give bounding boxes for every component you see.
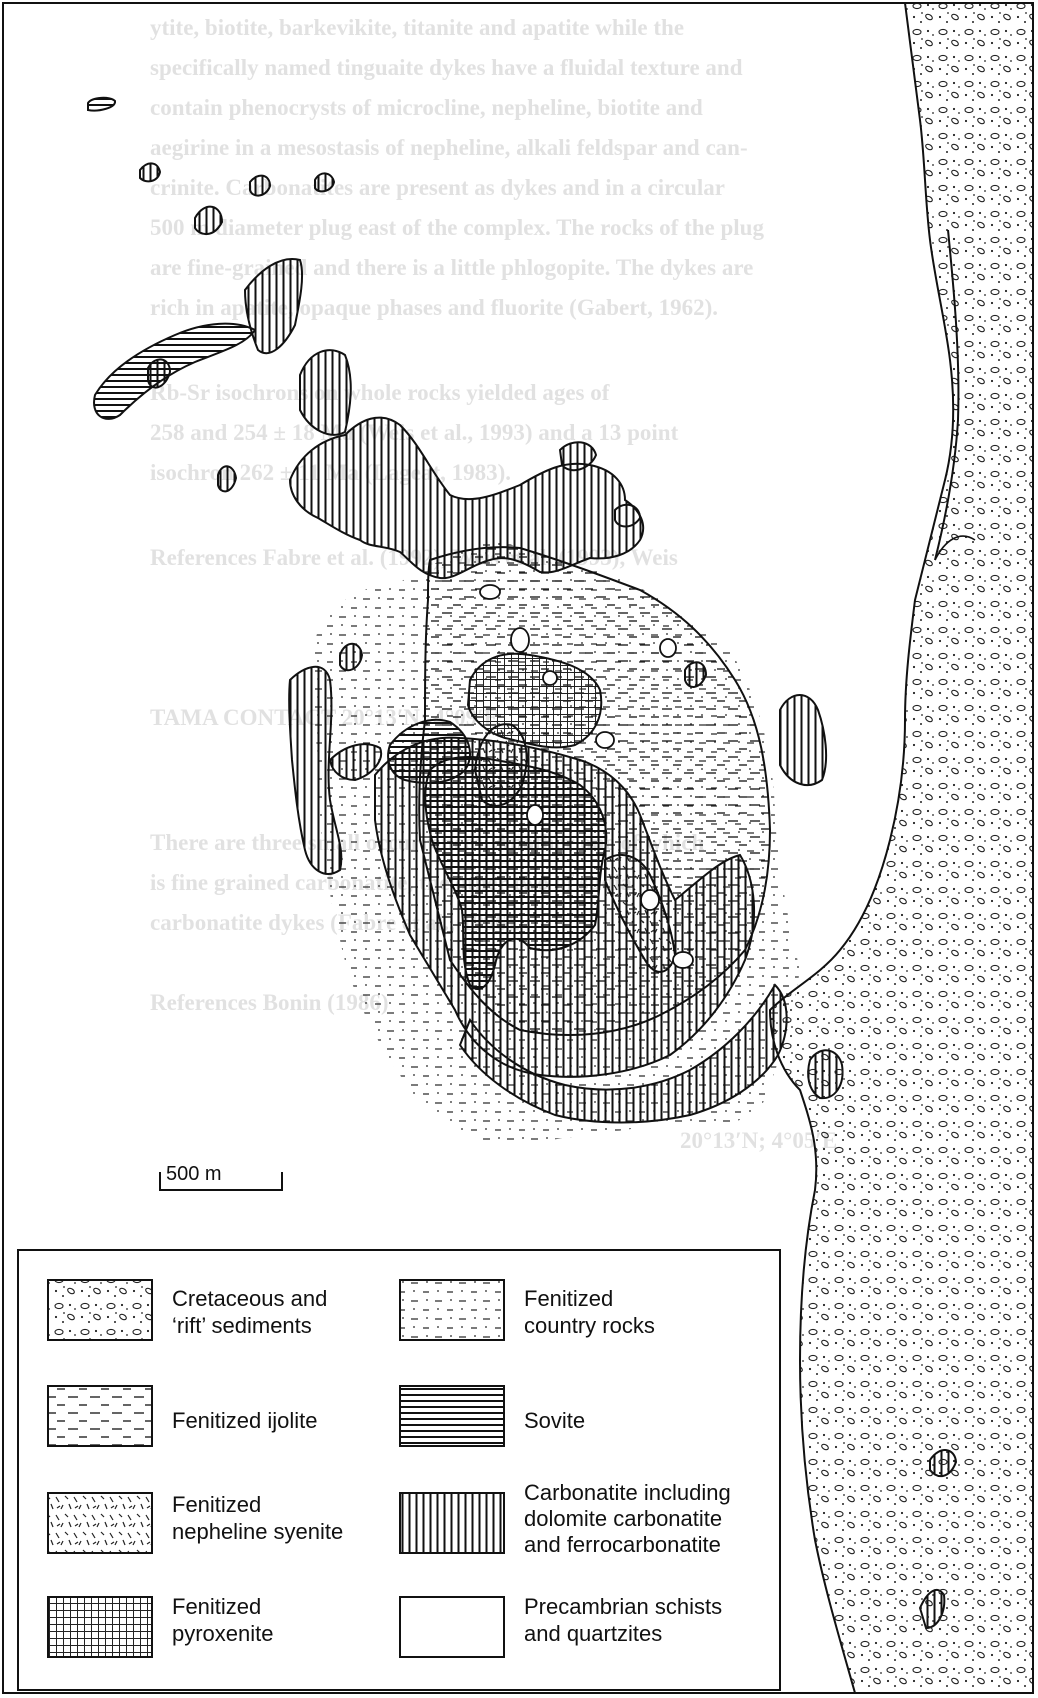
legend-swatch-precambrian xyxy=(399,1596,505,1658)
legend-swatch-country xyxy=(399,1279,505,1341)
legend-label-pyroxenite-2: pyroxenite xyxy=(172,1621,274,1646)
svg-text:are fine-grained and there is: are fine-grained and there is a little p… xyxy=(150,255,753,280)
sovite-central xyxy=(424,756,608,990)
sovite-upper xyxy=(387,718,471,784)
svg-text:ytite, biotite, barkevikite, t: ytite, biotite, barkevikite, titanite an… xyxy=(150,15,684,40)
svg-text:500 m diameter plug east of th: 500 m diameter plug east of the complex.… xyxy=(150,215,764,240)
legend-swatch-pyroxenite xyxy=(47,1596,153,1658)
precambrian-inclusion-7 xyxy=(672,951,694,969)
sovite-dyke-nw-2 xyxy=(87,96,116,112)
carbonatite-dyke-n-4 xyxy=(194,205,224,235)
svg-text:aegirine in a mesostasis of ne: aegirine in a mesostasis of nepheline, a… xyxy=(150,135,748,160)
fenitized-nepheline-syenite-1 xyxy=(473,723,528,807)
carbonatite-east-1 xyxy=(779,694,828,786)
carbonatite-dyke-n-1 xyxy=(139,162,162,183)
precambrian-inclusion-4 xyxy=(659,638,677,658)
legend-swatch-sovite xyxy=(399,1385,505,1447)
svg-text:contain phenocrysts of microcl: contain phenocrysts of microcline, nephe… xyxy=(150,95,703,120)
legend: Cretaceous and ‘rift’ sediments Fenitize… xyxy=(17,1249,781,1691)
legend-label-precambrian-2: and quartzites xyxy=(524,1621,662,1646)
legend-label-sediments-2: ‘rift’ sediments xyxy=(172,1313,312,1338)
carbonatite-east-3 xyxy=(684,661,708,688)
cretaceous-rift-sediments-strip xyxy=(768,2,1034,1694)
precambrian-inclusion-2 xyxy=(510,627,530,653)
precambrian-inclusion-1 xyxy=(479,584,501,600)
carbonatite-dyke-n-5 xyxy=(147,358,172,389)
precambrian-inclusion-8 xyxy=(526,804,544,826)
legend-swatch-ijolite xyxy=(47,1385,153,1447)
carbonatite-dyke-nw xyxy=(243,258,304,355)
carbonatite-dyke-ne-1 xyxy=(558,441,598,472)
carbonatite-dyke-n-2 xyxy=(249,174,272,197)
legend-swatch-carbonatite xyxy=(399,1492,505,1554)
precambrian-inclusion-6 xyxy=(640,889,660,911)
legend-label-pyroxenite-1: Fenitized xyxy=(172,1594,261,1619)
legend-label-ijolite: Fenitized ijolite xyxy=(172,1408,318,1433)
legend-label-country-1: Fenitized xyxy=(524,1286,613,1311)
fault-line-2 xyxy=(934,535,976,561)
scale-bar-line xyxy=(159,1172,283,1191)
svg-text:rich in apatite, opaque phases: rich in apatite, opaque phases and fluor… xyxy=(150,295,718,320)
carbonatite-western-lobe xyxy=(288,665,343,875)
carbonatite-dyke-ne-2 xyxy=(614,503,642,528)
svg-text:References Bonin (1986): References Bonin (1986) xyxy=(150,990,388,1015)
legend-label-carbonatite-3: and ferrocarbonatite xyxy=(524,1532,721,1557)
legend-label-carbonatite-1: Carbonatite including xyxy=(524,1480,731,1505)
svg-text:crinite. Carbonatites are pres: crinite. Carbonatites are present as dyk… xyxy=(150,175,725,200)
scale-bar-label: 500 m xyxy=(166,1163,222,1185)
svg-text:Rb-Sr isochrons on whole rocks: Rb-Sr isochrons on whole rocks yielded a… xyxy=(150,380,610,405)
legend-label-syenite-2: nepheline syenite xyxy=(172,1519,343,1544)
carbonatite-dyke-n-6 xyxy=(217,465,238,493)
legend-label-sediments-1: Cretaceous and xyxy=(172,1286,327,1311)
carbonatite-dyke-n-3 xyxy=(314,172,336,193)
precambrian-inclusion-3 xyxy=(542,670,558,686)
legend-swatch-sediments xyxy=(47,1279,153,1341)
svg-text:20°13′N; 4°05′E: 20°13′N; 4°05′E xyxy=(680,1128,837,1153)
legend-label-precambrian-1: Precambrian schists xyxy=(524,1594,722,1619)
legend-swatch-syenite xyxy=(47,1492,153,1554)
scale-bar: 500 m xyxy=(159,1163,283,1191)
fault-line xyxy=(934,229,960,561)
legend-label-carbonatite-2: dolomite carbonatite xyxy=(524,1506,722,1531)
sovite-dyke-nw-1 xyxy=(93,322,257,420)
legend-label-country-2: country rocks xyxy=(524,1313,655,1338)
legend-label-syenite-1: Fenitized xyxy=(172,1492,261,1517)
precambrian-inclusion-5 xyxy=(595,731,615,749)
carbonatite-northern-body xyxy=(288,416,645,580)
carbonatite-western-spur xyxy=(328,743,383,782)
svg-text:specifically named tinguaite d: specifically named tinguaite dykes have … xyxy=(150,55,743,80)
legend-label-sovite: Sovite xyxy=(524,1408,585,1433)
carbonatite-northern-wing xyxy=(299,349,352,436)
carbonatite-dyke-w-1 xyxy=(339,642,364,672)
